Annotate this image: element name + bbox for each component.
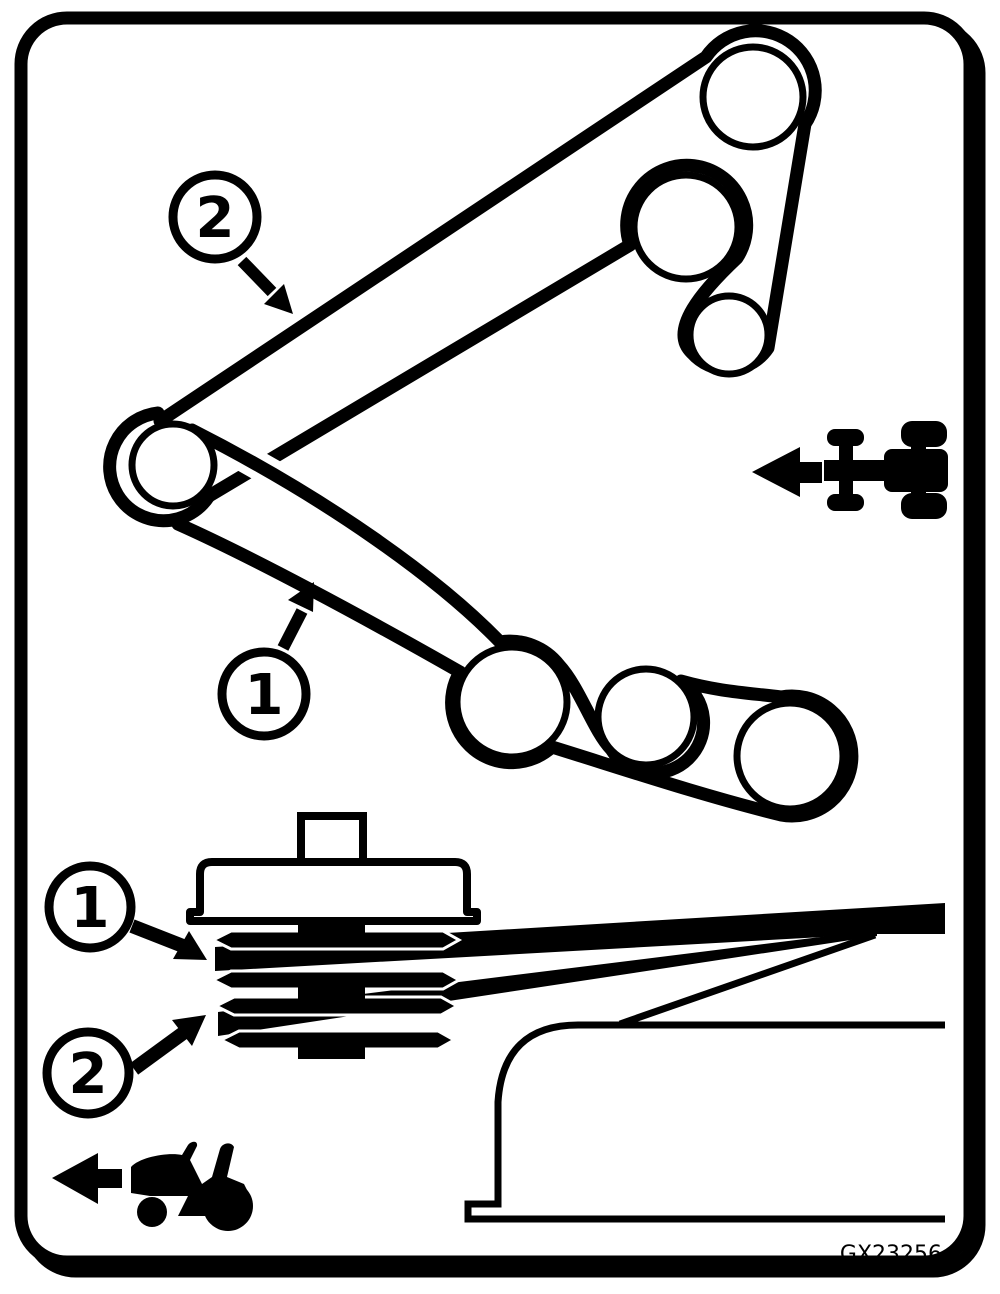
engine-double-pulley xyxy=(128,420,218,510)
belt-1-band xyxy=(215,903,945,971)
front-direction-arrow-icon xyxy=(52,1153,122,1204)
sheave-flange-2 xyxy=(209,969,463,991)
upper-right-pulley xyxy=(699,43,807,151)
tractor-top-view-icon xyxy=(752,421,948,519)
deck-left-pulley xyxy=(453,643,571,761)
callout-arrow-shaft xyxy=(129,919,186,953)
hub-lower xyxy=(298,1044,365,1059)
callout-arrow-shaft xyxy=(237,256,277,297)
front-wheel-bottom xyxy=(827,494,864,511)
hub-middle xyxy=(298,984,365,1000)
engine-cover xyxy=(186,858,481,925)
pulleys xyxy=(128,43,847,813)
front-direction-arrow-icon xyxy=(752,447,822,497)
deck-outline xyxy=(464,931,945,1223)
rear-wheel-top xyxy=(901,421,947,447)
pulley-stack-view: 1 2 xyxy=(42,812,945,1231)
center-idler-pulley xyxy=(630,171,742,283)
sheave-flanges xyxy=(209,929,463,1051)
deck-housing xyxy=(464,1021,945,1223)
belt-1-path xyxy=(171,423,859,823)
callout-belt-1-top: 1 xyxy=(217,582,314,741)
callout-arrow-head xyxy=(172,1015,206,1046)
callout-belt-1-stack: 1 xyxy=(44,861,207,960)
callout-belt-2-top: 2 xyxy=(168,170,293,314)
callout-circle xyxy=(217,647,311,741)
tractor-hood xyxy=(824,460,888,481)
callout-label: 2 xyxy=(69,1042,108,1107)
sheave-flange-4 xyxy=(217,1029,458,1051)
callout-circle xyxy=(168,170,262,264)
callout-arrow-head xyxy=(173,931,207,960)
callout-arrow-head xyxy=(264,284,293,314)
deck-right-pulley xyxy=(733,699,847,813)
callout-arrow-shaft xyxy=(277,608,308,651)
callout-label: 1 xyxy=(71,876,110,941)
part-number: GX23256 xyxy=(840,1242,942,1267)
callout-circle xyxy=(44,861,136,953)
engine-pulley-belt-wrap xyxy=(103,406,216,528)
callout-belt-2-stack: 2 xyxy=(42,1015,206,1119)
tractor-body xyxy=(884,449,948,492)
small-idler-pulley xyxy=(686,292,772,378)
callout-arrow-head xyxy=(288,582,314,612)
shaft-cap xyxy=(297,812,367,868)
callout-arrow-shaft xyxy=(129,1025,191,1075)
tractor-side-view-icon xyxy=(52,1141,253,1231)
sheave-flange-3 xyxy=(212,995,461,1017)
callout-circle xyxy=(42,1027,134,1119)
tractor-rear-wheel xyxy=(203,1181,253,1231)
callout-label: 2 xyxy=(196,186,235,251)
rear-wheel-bottom xyxy=(901,493,947,519)
tractor-front-wheel xyxy=(137,1197,167,1227)
callout-label: 1 xyxy=(245,663,284,728)
front-wheel-top xyxy=(827,429,864,446)
belt-routing-view: 2 1 xyxy=(103,24,948,831)
deck-belt-guide-line xyxy=(618,931,877,1028)
sheave-flange-1 xyxy=(209,929,463,951)
deck-center-pulley xyxy=(594,665,698,769)
